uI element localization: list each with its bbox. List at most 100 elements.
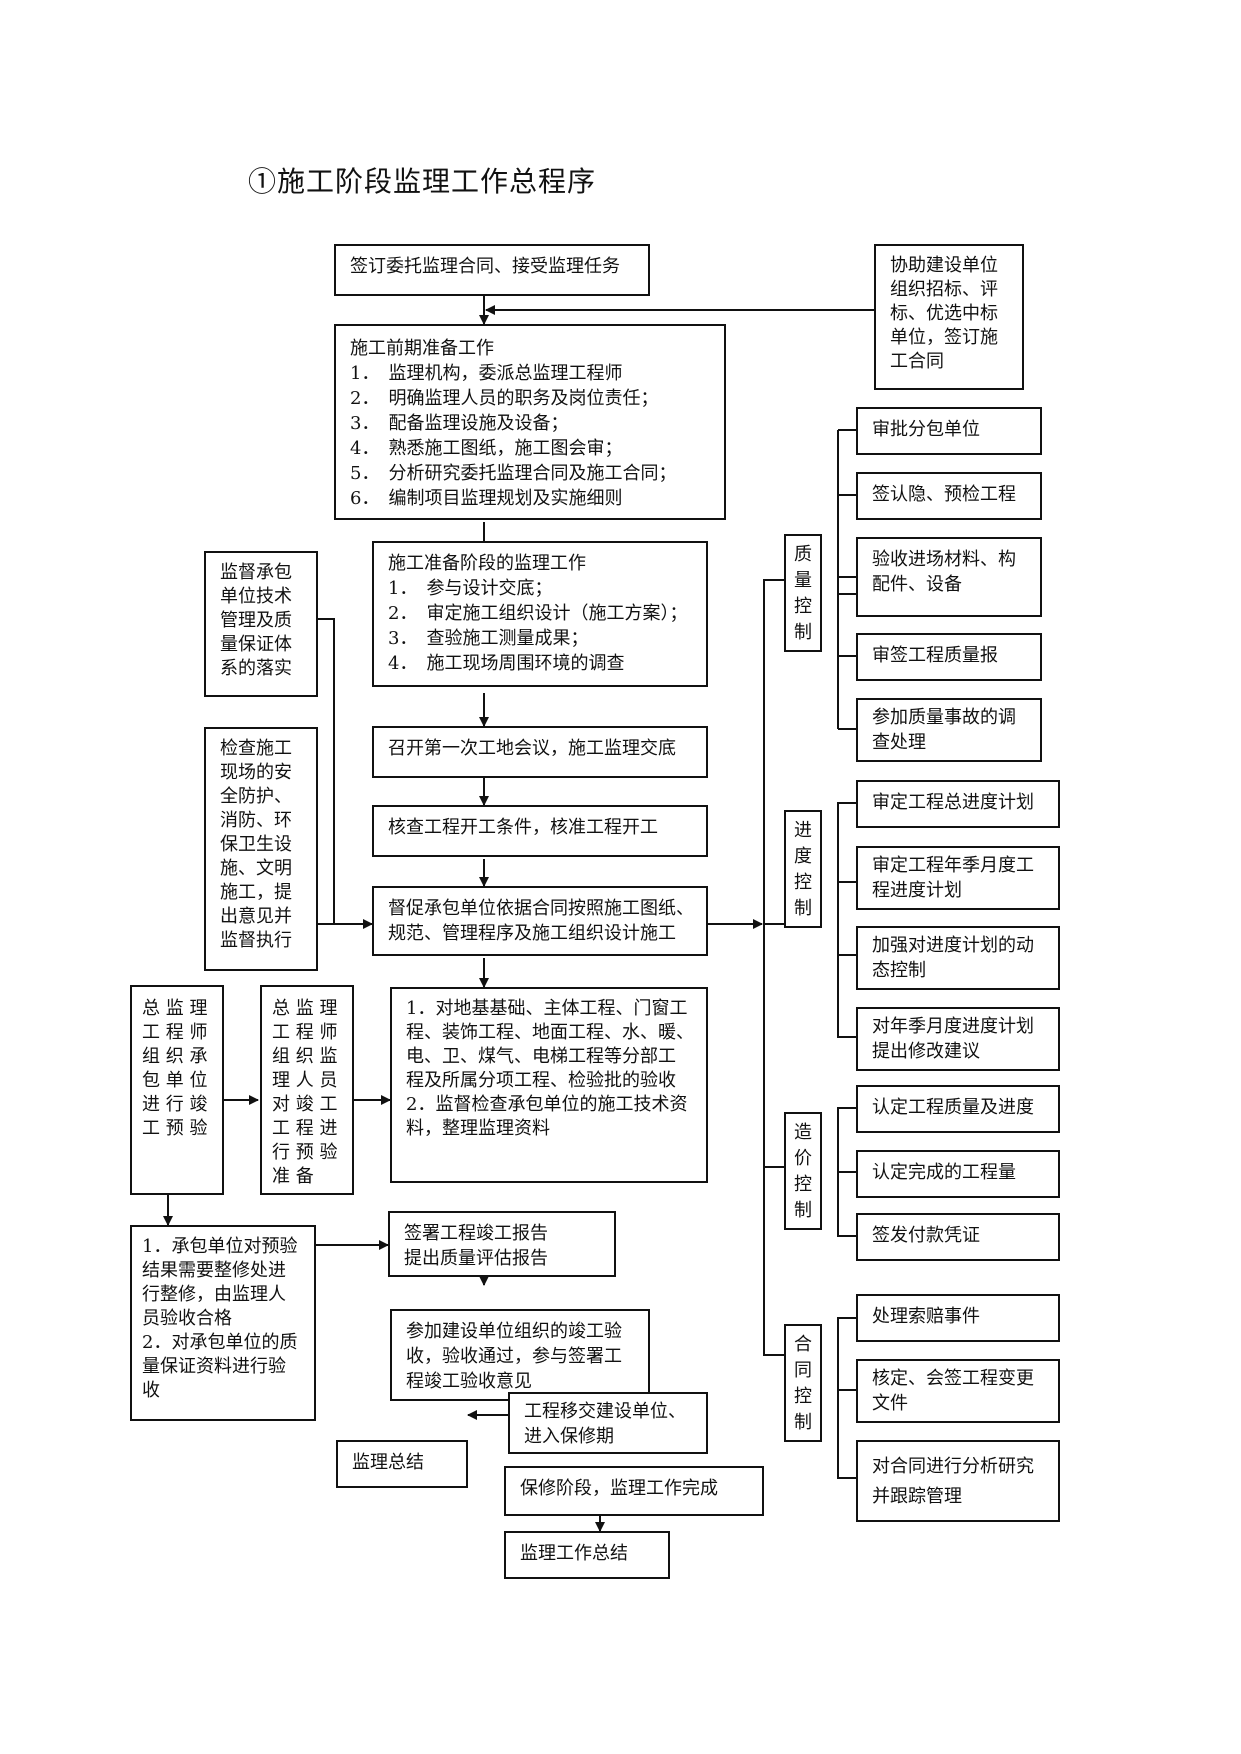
preparation-stage-item: 1． 参与设计交底； xyxy=(388,578,553,599)
check-safety-line: 施、文明 xyxy=(220,858,292,879)
cost-control-label: 造 价 控 制 xyxy=(784,1112,822,1230)
rectify-box: 1．承包单位对预验 结果需要整修处进 行整修，由监理人 员验收合格 2．对承包单… xyxy=(130,1225,316,1421)
supervise-line: 督促承包单位依据合同按照施工图纸、 xyxy=(388,898,694,919)
acceptance-line: 程及所属分项工程、检验批的验收 xyxy=(406,1070,676,1091)
contract-item-text: 对合同进行分析研究 xyxy=(872,1456,1034,1477)
handover-line: 进入保修期 xyxy=(524,1426,614,1447)
label-char: 制 xyxy=(794,622,812,643)
contract-item-text: 核定、会签工程变更 xyxy=(872,1368,1034,1389)
label-char: 制 xyxy=(794,1412,812,1433)
final-acceptance-line: 程竣工验收意见 xyxy=(406,1371,532,1392)
rectify-line: 收 xyxy=(142,1380,160,1401)
chief-staff-line: 总 监 理 xyxy=(272,998,338,1019)
check-safety-line: 消防、环 xyxy=(220,810,292,831)
quality-item-text: 查处理 xyxy=(872,732,926,753)
rectify-line: 量保证资料进行验 xyxy=(142,1356,286,1377)
supervise-system-line: 量保证体 xyxy=(220,634,292,655)
chief-staff-line: 理 人 员 xyxy=(272,1070,338,1091)
start-check-box: 核查工程开工条件，核准工程开工 xyxy=(372,805,708,857)
warranty-text: 保修阶段，监理工作完成 xyxy=(520,1478,718,1499)
preparation-stage-item: 4． 施工现场周围环境的调查 xyxy=(388,653,625,674)
chief-staff-box: 总 监 理 工 程 师 组 织 监 理 人 员 对 竣 工 工 程 进 行 预 … xyxy=(260,985,354,1195)
assist-bidding-line: 组织招标、评 xyxy=(890,279,998,300)
completion-report-line: 签署工程竣工报告 xyxy=(404,1223,548,1244)
acceptance-line: 2．监督检查承包单位的施工技术资 xyxy=(406,1094,688,1115)
check-safety-line: 施工，提 xyxy=(220,882,292,903)
quality-item: 签认隐、预检工程 xyxy=(856,472,1042,520)
preparation-stage-item: 3． 查验施工测量成果； xyxy=(388,628,589,649)
label-char: 质 xyxy=(794,544,812,565)
cost-item: 认定完成的工程量 xyxy=(856,1150,1060,1198)
label-char: 控 xyxy=(794,1386,812,1407)
chief-staff-line: 工 程 师 xyxy=(272,1022,338,1043)
chief-staff-line: 行 预 验 xyxy=(272,1142,338,1163)
start-check-text: 核查工程开工条件，核准工程开工 xyxy=(388,817,658,838)
chief-organize-line: 进 行 竣 xyxy=(142,1094,208,1115)
check-safety-line: 现场的安 xyxy=(220,762,292,783)
preparation-stage-box: 施工准备阶段的监理工作 1． 参与设计交底； 2． 审定施工组织设计（施工方案）… xyxy=(372,541,708,687)
check-safety-line: 全防护、 xyxy=(220,786,292,807)
quality-item-text: 参加质量事故的调 xyxy=(872,707,1016,728)
contract-item: 处理索赔事件 xyxy=(856,1294,1060,1342)
cost-item-text: 认定完成的工程量 xyxy=(872,1162,1016,1183)
progress-item: 审定工程总进度计划 xyxy=(856,780,1060,828)
progress-item-text: 对年季月度进度计划 xyxy=(872,1016,1034,1037)
quality-item-text: 审批分包单位 xyxy=(872,419,980,440)
label-char: 控 xyxy=(794,872,812,893)
preparation-stage-item: 2． 审定施工组织设计（施工方案）； xyxy=(388,603,688,624)
rectify-line: 2．对承包单位的质 xyxy=(142,1332,298,1353)
check-safety-line: 保卫生设 xyxy=(220,834,292,855)
chief-organize-line: 组 织 承 xyxy=(142,1046,208,1067)
chief-organize-line: 总 监 理 xyxy=(142,998,208,1019)
pre-construction-box: 施工前期准备工作 1． 监理机构，委派总监理工程师 2． 明确监理人员的职务及岗… xyxy=(334,324,726,520)
progress-item-text: 程进度计划 xyxy=(872,880,962,901)
completion-report-box: 签署工程竣工报告 提出质量评估报告 xyxy=(388,1211,616,1277)
label-char: 制 xyxy=(794,898,812,919)
supervise-system-line: 管理及质 xyxy=(220,610,292,631)
pre-construction-item: 2． 明确监理人员的职务及岗位责任； xyxy=(350,388,659,409)
chief-organize-line: 包 单 位 xyxy=(142,1070,208,1091)
page-title: ①施工阶段监理工作总程序 xyxy=(248,165,597,198)
assist-bidding-line: 协助建设单位 xyxy=(890,255,998,276)
rectify-line: 员验收合格 xyxy=(142,1308,232,1329)
supervise-system-box: 监督承包 单位技术 管理及质 量保证体 系的落实 xyxy=(204,551,318,697)
chief-staff-line: 组 织 监 xyxy=(272,1046,338,1067)
quality-item-text: 审签工程质量报 xyxy=(872,645,998,666)
rectify-line: 行整修，由监理人 xyxy=(142,1284,286,1305)
cost-item: 签发付款凭证 xyxy=(856,1213,1060,1261)
supervise-system-line: 监督承包 xyxy=(220,562,292,583)
completion-report-line: 提出质量评估报告 xyxy=(404,1248,548,1269)
label-char: 进 xyxy=(794,820,812,841)
acceptance-box: 1．对地基基础、主体工程、门窗工 程、装饰工程、地面工程、水、暖、 电、卫、煤气… xyxy=(390,987,708,1183)
supervision-summary-box: 监理总结 xyxy=(336,1440,468,1488)
label-char: 同 xyxy=(794,1360,812,1381)
quality-item-text: 配件、设备 xyxy=(872,574,962,595)
chief-staff-line: 工 程 进 xyxy=(272,1118,338,1139)
supervise-construction-box: 督促承包单位依据合同按照施工图纸、 规范、管理程序及施工组织设计施工 xyxy=(372,886,708,956)
first-meeting-text: 召开第一次工地会议，施工监理交底 xyxy=(388,738,676,759)
progress-item-text: 审定工程总进度计划 xyxy=(872,792,1034,813)
label-char: 度 xyxy=(794,846,812,867)
preparation-stage-heading: 施工准备阶段的监理工作 xyxy=(388,553,586,574)
sign-contract-text: 签订委托监理合同、接受监理任务 xyxy=(350,256,620,277)
work-summary-box: 监理工作总结 xyxy=(504,1531,670,1579)
quality-item-text: 验收进场材料、构 xyxy=(872,549,1016,570)
contract-item: 核定、会签工程变更 文件 xyxy=(856,1359,1060,1423)
chief-organize-box: 总 监 理 工 程 师 组 织 承 包 单 位 进 行 竣 工 预 验 xyxy=(130,985,224,1195)
supervise-system-line: 单位技术 xyxy=(220,586,292,607)
pre-construction-item: 3． 配备监理设施及设备； xyxy=(350,413,569,434)
sign-contract-box: 签订委托监理合同、接受监理任务 xyxy=(334,244,650,296)
final-acceptance-line: 参加建设单位组织的竣工验 xyxy=(406,1321,622,1342)
progress-item: 审定工程年季月度工 程进度计划 xyxy=(856,846,1060,910)
assist-bidding-line: 工合同 xyxy=(890,351,944,372)
check-safety-box: 检查施工 现场的安 全防护、 消防、环 保卫生设 施、文明 施工，提 出意见并 … xyxy=(204,727,318,971)
check-safety-line: 监督执行 xyxy=(220,930,292,951)
quality-item: 审签工程质量报 xyxy=(856,633,1042,681)
supervise-line: 规范、管理程序及施工组织设计施工 xyxy=(388,923,676,944)
pre-construction-item: 5． 分析研究委托监理合同及施工合同； xyxy=(350,463,677,484)
quality-control-label: 质 量 控 制 xyxy=(784,534,822,652)
pre-construction-item: 6． 编制项目监理规划及实施细则 xyxy=(350,488,623,509)
quality-item: 验收进场材料、构 配件、设备 xyxy=(856,537,1042,617)
rectify-line: 1．承包单位对预验 xyxy=(142,1236,298,1257)
cost-item-text: 认定工程质量及进度 xyxy=(872,1097,1034,1118)
